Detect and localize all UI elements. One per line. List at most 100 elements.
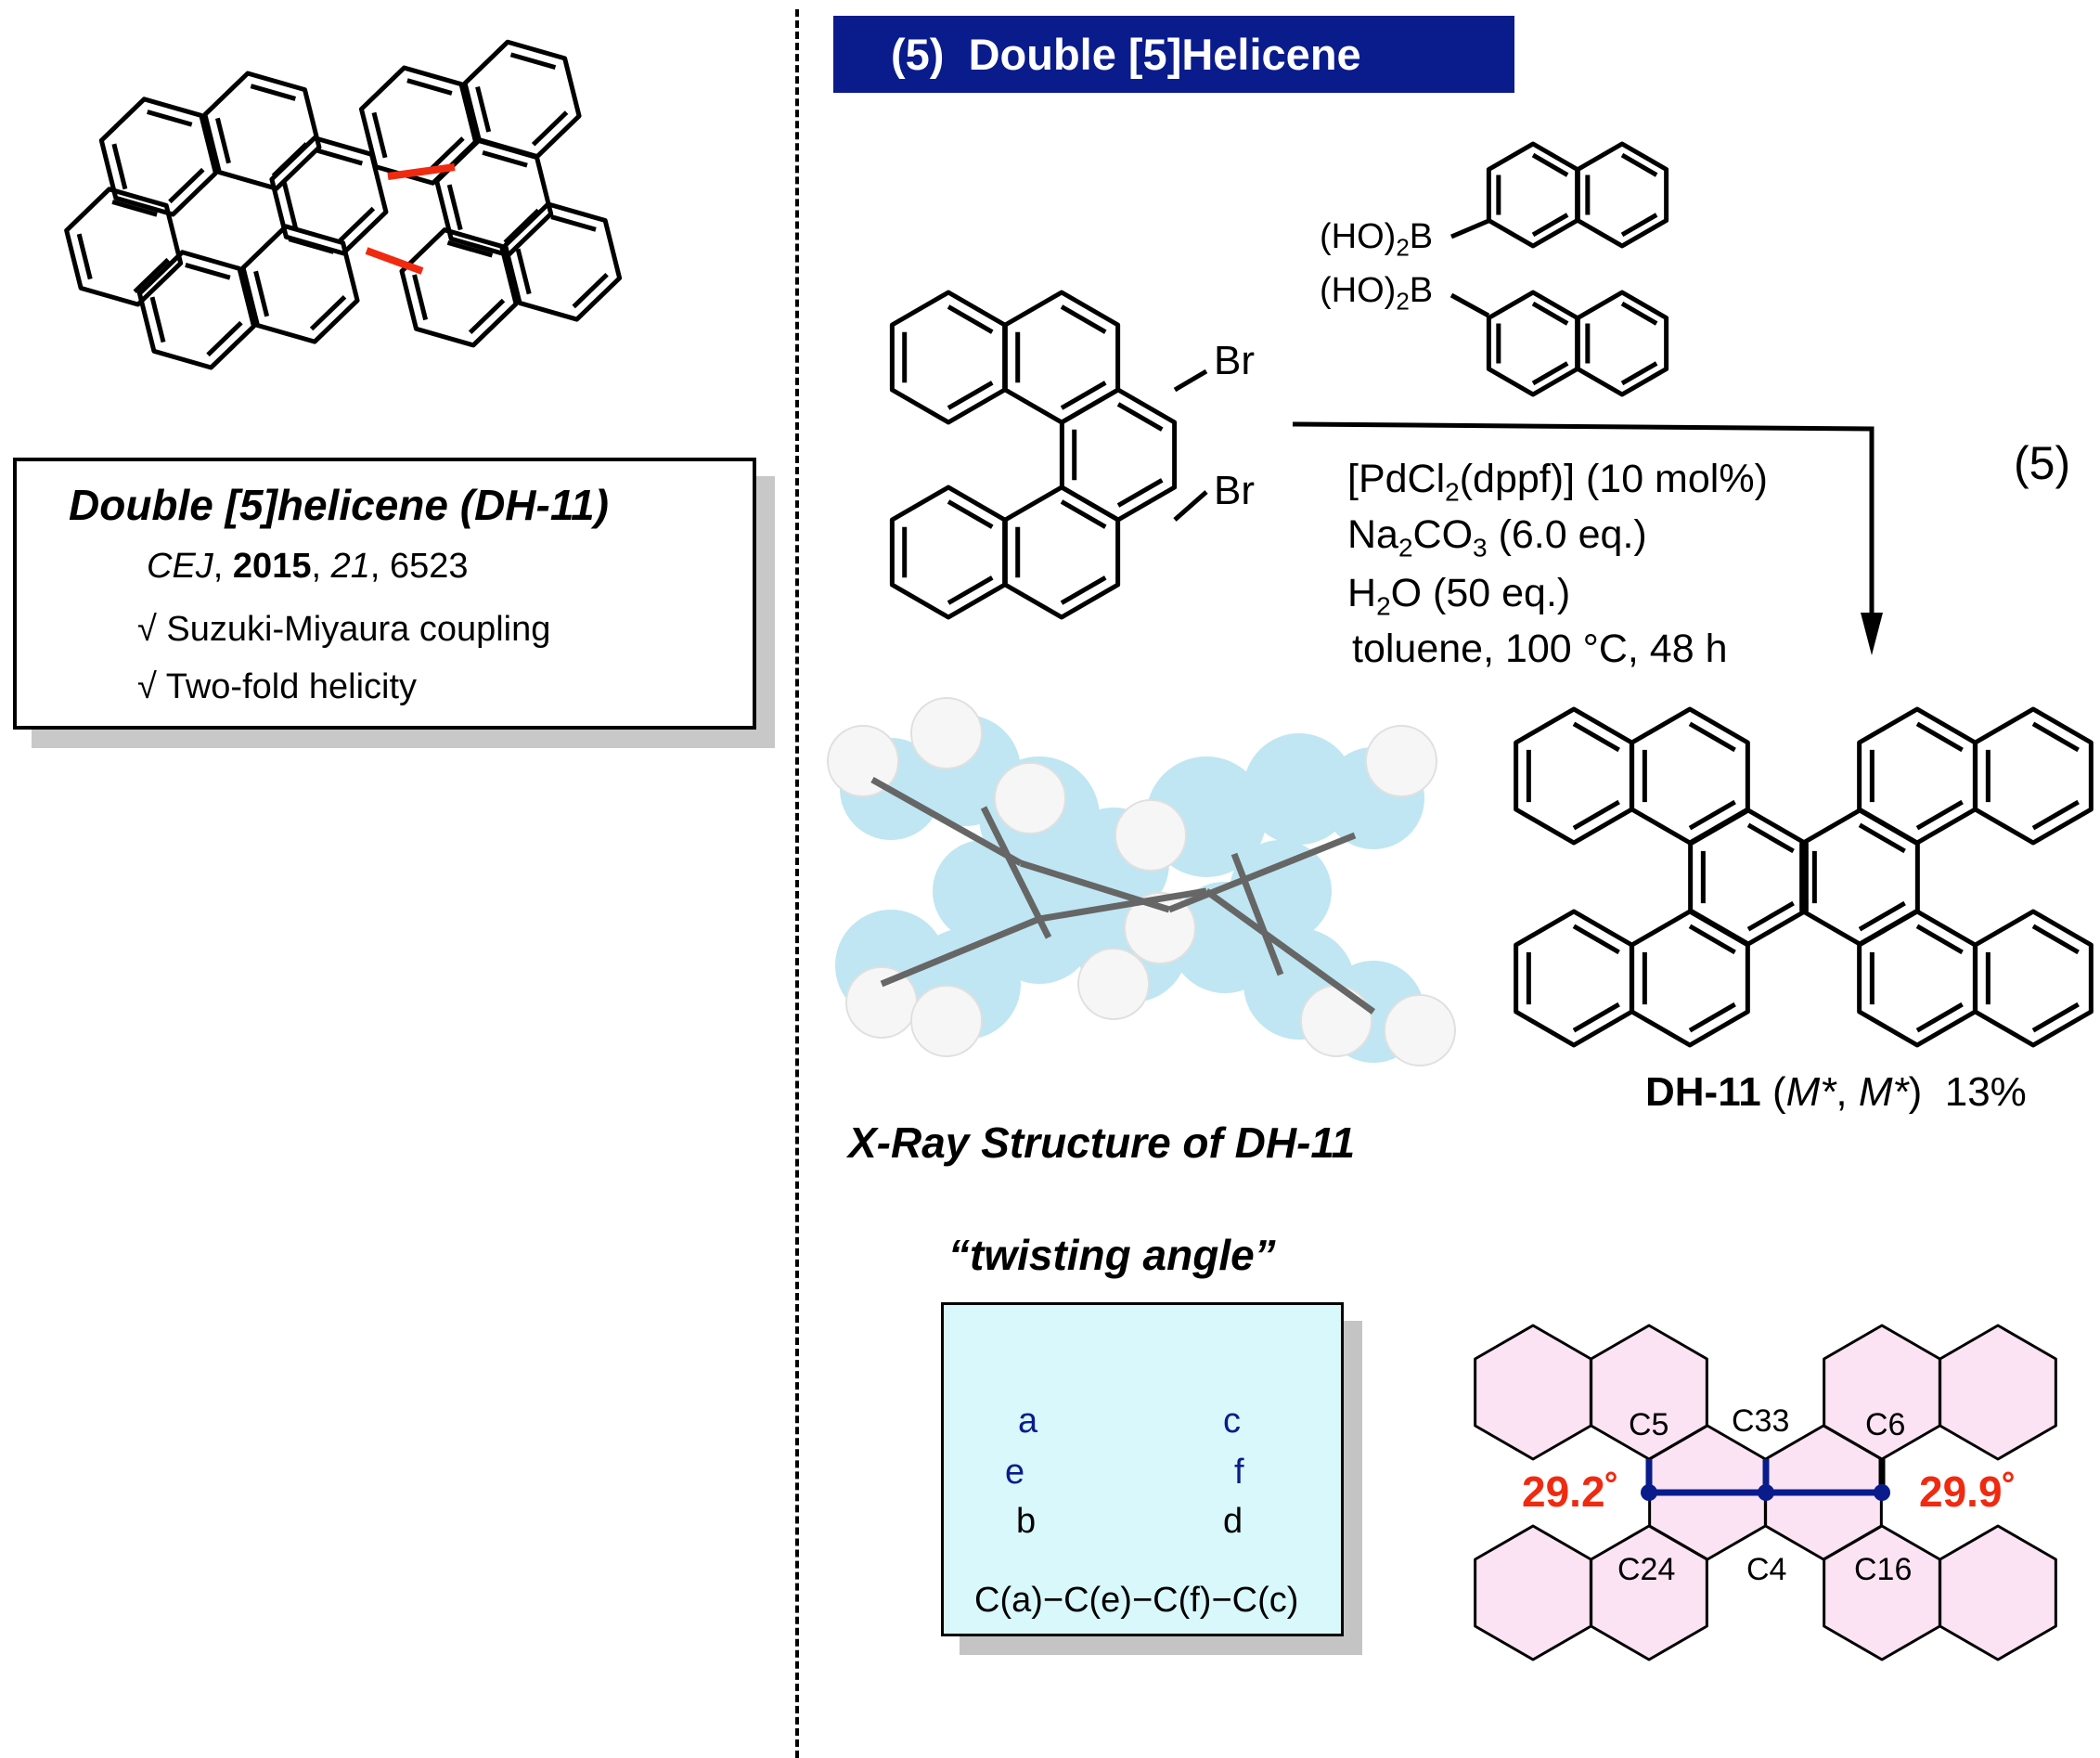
double-bond	[509, 52, 557, 71]
br-label-2: Br	[1214, 468, 1255, 513]
hydrogen-sphere	[1365, 725, 1437, 797]
benzene-ring	[358, 65, 479, 186]
double-bond	[147, 110, 193, 127]
double-bond	[1688, 924, 1736, 955]
dihedral-formula: C(a)−C(e)−C(f)−C(c)	[974, 1581, 1299, 1620]
product-ring	[1514, 909, 1634, 1048]
angle-right: 29.9˚	[1919, 1467, 2016, 1516]
hydrogen-sphere	[845, 966, 918, 1039]
pink-hexagon	[1474, 1324, 1592, 1461]
double-bond	[168, 167, 205, 204]
double-bond	[572, 272, 609, 309]
double-bond	[1688, 721, 1736, 753]
double-bond	[947, 304, 994, 334]
label-f: f	[1234, 1453, 1244, 1492]
citation: CEJ, 2015, 21, 6523	[147, 547, 469, 586]
product-label: DH-11 (M*, M*) 13%	[1645, 1069, 2027, 1115]
br-label-1: Br	[1214, 338, 1255, 383]
benzene-ring	[98, 97, 218, 217]
benzene-ring	[399, 227, 519, 348]
double-bond	[1688, 799, 1736, 831]
bond-stick	[870, 776, 1023, 867]
double-bond	[1060, 304, 1107, 334]
point-suzuki: √ Suzuki-Miyaura coupling	[137, 610, 551, 649]
red-bond-1	[387, 163, 456, 180]
dibromo-ring	[889, 485, 1008, 620]
double-bond	[1572, 721, 1620, 753]
double-bond	[371, 111, 388, 159]
axis-dot	[1874, 1484, 1890, 1501]
bond-stick	[1167, 832, 1357, 913]
double-bond	[1116, 402, 1164, 432]
hydrogen-sphere	[1114, 799, 1187, 872]
double-bond	[338, 206, 376, 242]
double-bond	[1915, 721, 1964, 753]
c-br-bond-2	[1173, 490, 1208, 522]
hydrogen-sphere	[1384, 994, 1456, 1066]
hydrogen-sphere	[910, 697, 983, 769]
axis-dot	[1641, 1484, 1657, 1501]
double-bond	[482, 149, 528, 168]
double-bond	[111, 143, 128, 190]
hydrogen-sphere	[1077, 948, 1150, 1020]
double-bond	[309, 295, 347, 331]
double-bond	[412, 274, 429, 321]
naphthyl-ring	[1575, 290, 1669, 397]
double-bond	[1060, 499, 1107, 529]
double-bond	[2031, 799, 2080, 831]
benzene-ring	[240, 224, 360, 344]
bond-stick	[1038, 887, 1207, 923]
double-bond	[1620, 213, 1658, 238]
product-ring	[1973, 706, 2094, 846]
benzene-ring	[136, 250, 256, 370]
benzene-ring	[64, 187, 184, 307]
c-b-bond-1	[1450, 218, 1489, 239]
hydrogen-sphere	[994, 762, 1066, 834]
double-bond	[515, 248, 532, 295]
double-bond	[149, 296, 166, 343]
condition-water: H2O (50 eq.)	[1347, 571, 1571, 621]
double-bond	[947, 499, 994, 529]
hydrogen-sphere	[827, 725, 899, 797]
double-bond	[1531, 152, 1569, 177]
point-helicity: √ Two-fold helicity	[137, 667, 418, 706]
label-a: a	[1018, 1402, 1038, 1441]
pink-hexagon	[1474, 1524, 1592, 1661]
naphthyl-ring	[1486, 141, 1580, 249]
dibromo-ring	[1059, 387, 1178, 523]
section-banner: (5) Double [5]Helicene	[833, 16, 1514, 93]
label-e: e	[1005, 1453, 1025, 1492]
double-bond	[2031, 1002, 2080, 1033]
bond-stick	[880, 915, 1041, 988]
double-bond	[1746, 900, 1795, 932]
double-bond	[1620, 361, 1658, 386]
product-ring	[1630, 909, 1750, 1048]
naphthyl-ring	[1486, 290, 1580, 397]
double-bond	[550, 214, 597, 232]
double-bond	[1572, 799, 1620, 831]
double-bond	[215, 117, 231, 164]
atom-c4: C4	[1746, 1552, 1787, 1587]
red-bond-2	[365, 247, 424, 275]
double-bond	[1915, 924, 1964, 955]
double-bond	[1531, 213, 1569, 238]
double-bond	[1620, 152, 1658, 177]
double-bond	[133, 257, 170, 294]
arrow-head	[1861, 613, 1883, 655]
double-bond	[2031, 924, 2080, 955]
double-helicene-left	[64, 39, 623, 370]
label-b: b	[1016, 1502, 1037, 1541]
double-bond	[406, 78, 453, 96]
double-bond	[947, 575, 994, 605]
pink-hexagon	[1939, 1524, 2057, 1661]
twisting-angle-title: “twisting angle”	[948, 1231, 1276, 1279]
xray-structure	[827, 697, 1456, 1066]
naphthyl-ring	[1575, 141, 1669, 249]
double-bond	[250, 84, 297, 101]
double-bond	[1688, 1002, 1736, 1033]
double-bond	[1531, 301, 1569, 326]
reaction-arrow	[1292, 421, 1875, 631]
double-bond	[428, 136, 465, 173]
double-bond	[253, 270, 270, 317]
